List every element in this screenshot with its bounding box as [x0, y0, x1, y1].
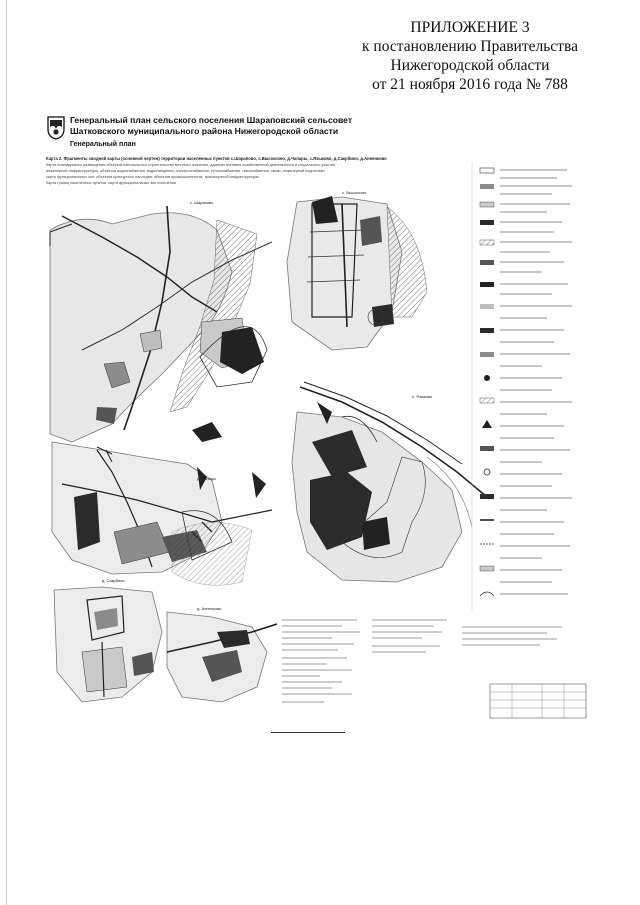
district-coat-of-arms-icon — [47, 116, 65, 140]
plan-subtitle: Генеральный план — [70, 141, 136, 148]
map-label: с. Языково — [412, 394, 433, 399]
map-fragment-chapary: д. Чапары — [51, 441, 273, 586]
map-label: с. Шарапово — [190, 200, 214, 205]
map-legend — [471, 162, 572, 612]
appendix-region: Нижегородской области — [390, 57, 550, 74]
map-fragment-sharapovo: с. Шарапово — [49, 200, 273, 443]
general-plan-sheet: Генеральный план сельского поселения Шар… — [42, 112, 588, 722]
map-fragment-sakrbino: д. Сакрбино — [53, 578, 163, 703]
indicator-tables — [282, 619, 562, 703]
signature-line — [271, 732, 345, 733]
plan-title-block: Генеральный план сельского поселения Шар… — [70, 115, 530, 150]
map-fragment-annenkovo: д. Анненково — [166, 606, 278, 703]
map-fragments: с. Шарапово с. Высокозно — [49, 162, 587, 719]
appendix-resolution: к постановлению Правительства — [362, 38, 578, 55]
map-note-line: Карта планируемого размещения объектов к… — [46, 163, 336, 167]
map-note-line: Карта границ населенных пунктов, карта ф… — [46, 181, 176, 185]
title-stamp — [489, 683, 587, 719]
map-label: д. Анненково — [197, 606, 222, 611]
map-label: с. Высокозно — [342, 190, 367, 195]
map-note-line: карта функциональных зон: объектов культ… — [46, 175, 260, 179]
plan-title: Генеральный план сельского поселения Шар… — [70, 115, 353, 125]
map-note-line: инженерной инфраструктуры, объектов водо… — [46, 169, 325, 173]
map-label: д. Сакрбино — [102, 578, 125, 583]
map-card-caption: Карта 2. Фрагменты сводной карты (основн… — [46, 156, 387, 161]
appendix-title: ПРИЛОЖЕНИЕ 3 — [410, 19, 530, 36]
plan-title-district: Шатковского муниципального района Нижего… — [70, 126, 339, 136]
appendix-date: от 21 ноября 2016 года № 788 — [372, 76, 568, 93]
legend-symbols — [479, 167, 495, 597]
map-notes: Карта 2. Фрагменты сводной карты (основн… — [46, 156, 476, 186]
appendix-header: ПРИЛОЖЕНИЕ 3 к постановлению Правительст… — [330, 18, 610, 94]
map-fragment-vysokozno: с. Высокозно — [286, 190, 428, 351]
scan-edge — [6, 0, 7, 905]
map-fragment-yazykovo: с. Языково — [291, 381, 488, 583]
map-label: д. Чапары — [197, 476, 216, 481]
